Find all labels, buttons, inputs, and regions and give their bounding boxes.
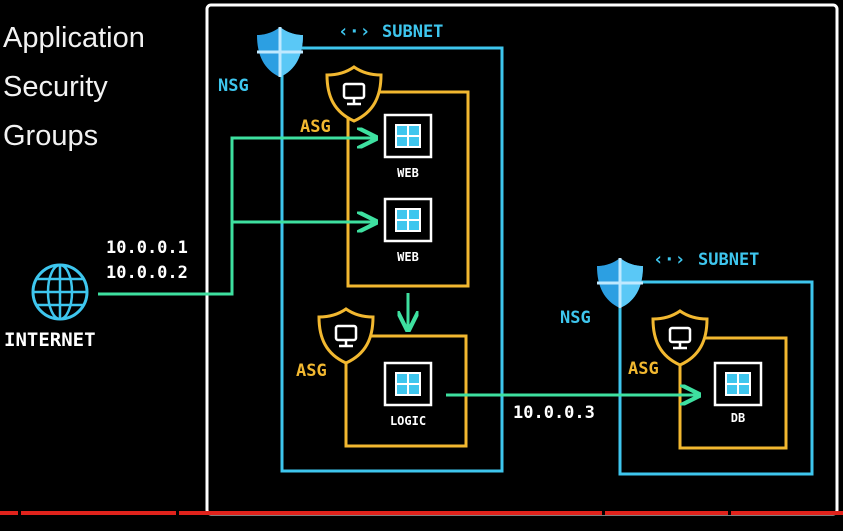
main-nsg-shield-icon <box>255 25 305 79</box>
ip-label-1: 10.0.0.1 <box>106 238 188 258</box>
main-nsg-label: NSG <box>218 76 249 96</box>
title-line-2: Security <box>3 71 108 103</box>
logic-vm-label: LOGIC <box>390 414 426 428</box>
db-vm-icon <box>713 361 763 407</box>
logic-vm-icon <box>383 361 433 407</box>
ip-label-3: 10.0.0.3 <box>513 403 595 423</box>
internet-to-web-arrow-1 <box>98 138 374 296</box>
title-line-3: Groups <box>3 120 99 152</box>
progress-segment-gap-3 <box>602 511 605 515</box>
web-vm-2-label: WEB <box>397 250 419 264</box>
svg-text:‹·›: ‹·› <box>653 249 686 270</box>
db-subnet-box <box>618 280 814 476</box>
title-line-1: Application <box>3 22 145 54</box>
asg-logic-shield-icon <box>317 307 375 365</box>
main-subnet-label: ‹·› SUBNET <box>338 21 443 42</box>
db-subnet-text: SUBNET <box>698 250 759 270</box>
asg-web-shield-icon <box>325 65 383 123</box>
asg-logic-label: ASG <box>296 361 327 381</box>
progress-segment-gap-1 <box>18 511 21 515</box>
asg-db-label: ASG <box>628 359 659 379</box>
asg-logic-box <box>344 334 468 448</box>
asg-web-box <box>346 90 470 288</box>
ip-label-2: 10.0.0.2 <box>106 263 188 283</box>
progress-segment-gap-4 <box>728 511 731 515</box>
internet-label: INTERNET <box>4 329 96 351</box>
web-vm-2-icon <box>383 197 433 243</box>
progress-segment-gap-2 <box>176 511 179 515</box>
asg-web-label: ASG <box>300 117 331 137</box>
svg-text:‹·›: ‹·› <box>338 21 371 42</box>
db-subnet-label: ‹·› SUBNET <box>653 249 759 270</box>
web-vm-1-label: WEB <box>397 166 419 180</box>
web-vm-1-icon <box>383 113 433 159</box>
page-title: Application Security Groups <box>3 14 145 161</box>
main-subnet-text: SUBNET <box>382 22 443 42</box>
asg-db-shield-icon <box>651 309 709 367</box>
video-progress-bar[interactable] <box>0 511 843 515</box>
db-nsg-shield-icon <box>595 256 645 310</box>
asg-db-box <box>678 336 788 450</box>
db-nsg-label: NSG <box>560 308 591 328</box>
progress-track <box>0 511 843 515</box>
traffic-arrows <box>98 138 697 395</box>
globe-icon <box>31 263 89 321</box>
main-subnet-box <box>280 46 504 473</box>
db-vm-label: DB <box>731 411 745 425</box>
